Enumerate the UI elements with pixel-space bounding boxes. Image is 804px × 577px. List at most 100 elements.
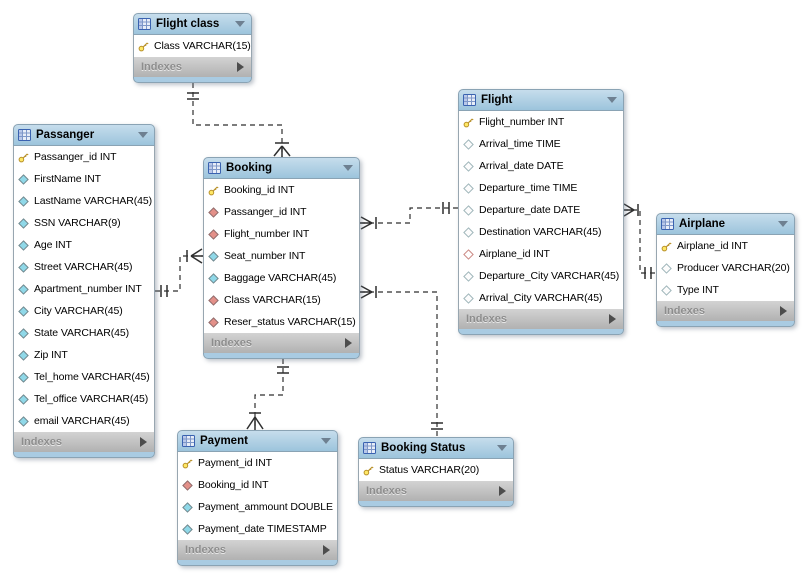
field-row[interactable]: Flight_number INT [459, 111, 623, 133]
indexes-bar[interactable]: Indexes [458, 309, 624, 329]
relationship-bookingstatus-booking[interactable] [360, 285, 443, 437]
column-icon [18, 173, 30, 185]
field-row[interactable]: Passanger_id INT [204, 201, 359, 223]
field-row[interactable]: State VARCHAR(45) [14, 322, 154, 344]
chevron-down-icon[interactable] [321, 438, 331, 444]
table-header[interactable]: Airplane [656, 213, 795, 235]
field-label: Airplane_id INT [479, 248, 550, 260]
table-icon [208, 162, 221, 174]
foreign-key-icon [182, 479, 194, 491]
table-header[interactable]: Payment [177, 430, 338, 452]
table-title: Payment [200, 435, 248, 447]
indexes-bar[interactable]: Indexes [656, 301, 795, 321]
field-row[interactable]: email VARCHAR(45) [14, 410, 154, 432]
field-row[interactable]: Destination VARCHAR(45) [459, 221, 623, 243]
field-row[interactable]: Age INT [14, 234, 154, 256]
field-row[interactable]: Arrival_City VARCHAR(45) [459, 287, 623, 309]
field-label: Reser_status VARCHAR(15) [224, 316, 356, 328]
field-row[interactable]: Zip INT [14, 344, 154, 366]
field-row[interactable]: Departure_City VARCHAR(45) [459, 265, 623, 287]
table-icon [18, 129, 31, 141]
field-row[interactable]: Status VARCHAR(20) [359, 459, 513, 481]
table-field-list: Status VARCHAR(20) [358, 459, 514, 481]
field-row[interactable]: Departure_date DATE [459, 199, 623, 221]
indexes-bar[interactable]: Indexes [177, 540, 338, 560]
field-row[interactable]: Reser_status VARCHAR(15) [204, 311, 359, 333]
field-row[interactable]: Departure_time TIME [459, 177, 623, 199]
field-row[interactable]: Baggage VARCHAR(45) [204, 267, 359, 289]
indexes-bar[interactable]: Indexes [13, 432, 155, 452]
field-row[interactable]: Booking_id INT [204, 179, 359, 201]
foreign-key-icon [208, 206, 220, 218]
table-header[interactable]: Flight class [133, 13, 252, 35]
field-row[interactable]: Tel_office VARCHAR(45) [14, 388, 154, 410]
chevron-down-icon[interactable] [343, 165, 353, 171]
field-label: Flight_number INT [224, 228, 310, 240]
indexes-bar[interactable]: Indexes [133, 57, 252, 77]
field-row[interactable]: Passanger_id INT [14, 146, 154, 168]
field-row[interactable]: Producer VARCHAR(20) [657, 257, 794, 279]
indexes-bar[interactable]: Indexes [358, 481, 514, 501]
field-row[interactable]: City VARCHAR(45) [14, 300, 154, 322]
field-row[interactable]: FirstName INT [14, 168, 154, 190]
chevron-down-icon[interactable] [778, 221, 788, 227]
field-row[interactable]: Class VARCHAR(15) [204, 289, 359, 311]
table-header[interactable]: Booking Status [358, 437, 514, 459]
chevron-down-icon[interactable] [607, 97, 617, 103]
field-row[interactable]: Payment_id INT [178, 452, 337, 474]
relationship-airplane-flight[interactable] [623, 203, 656, 279]
field-row[interactable]: Payment_date TIMESTAMP [178, 518, 337, 540]
table-field-list: Class VARCHAR(15) [133, 35, 252, 57]
field-row[interactable]: Tel_home VARCHAR(45) [14, 366, 154, 388]
column-nullable-icon [463, 204, 475, 216]
column-icon [182, 523, 194, 535]
field-label: Seat_number INT [224, 250, 306, 262]
column-icon [208, 250, 220, 262]
field-label: FirstName INT [34, 173, 101, 185]
relationship-booking-payment[interactable] [246, 359, 289, 430]
relationship-flight-booking[interactable] [360, 202, 458, 230]
field-row[interactable]: Arrival_date DATE [459, 155, 623, 177]
field-row[interactable]: Flight_number INT [204, 223, 359, 245]
relationship-flightclass-booking[interactable] [187, 83, 291, 157]
table-header[interactable]: Flight [458, 89, 624, 111]
indexes-label: Indexes [366, 485, 407, 497]
column-icon [18, 371, 30, 383]
table-field-list: Airplane_id INT Producer VARCHAR(20) Type … [656, 235, 795, 301]
field-row[interactable]: Class VARCHAR(15) [134, 35, 251, 57]
field-row[interactable]: Street VARCHAR(45) [14, 256, 154, 278]
field-row[interactable]: Type INT [657, 279, 794, 301]
field-label: City VARCHAR(45) [34, 305, 123, 317]
field-label: Airplane_id INT [677, 240, 748, 252]
relationship-passanger-booking[interactable] [155, 248, 203, 297]
field-row[interactable]: SSN VARCHAR(9) [14, 212, 154, 234]
table-header[interactable]: Booking [203, 157, 360, 179]
field-row[interactable]: Seat_number INT [204, 245, 359, 267]
field-row[interactable]: LastName VARCHAR(45) [14, 190, 154, 212]
indexes-bar[interactable]: Indexes [203, 333, 360, 353]
field-label: Baggage VARCHAR(45) [224, 272, 337, 284]
field-row[interactable]: Booking_id INT [178, 474, 337, 496]
chevron-down-icon[interactable] [235, 21, 245, 27]
field-label: Producer VARCHAR(20) [677, 262, 790, 274]
field-row[interactable]: Airplane_id INT [657, 235, 794, 257]
field-row[interactable]: Apartment_number INT [14, 278, 154, 300]
field-label: Flight_number INT [479, 116, 565, 128]
field-row[interactable]: Airplane_id INT [459, 243, 623, 265]
foreign-key-icon [208, 228, 220, 240]
table-icon [182, 435, 195, 447]
chevron-down-icon[interactable] [497, 445, 507, 451]
chevron-down-icon[interactable] [138, 132, 148, 138]
field-row[interactable]: Payment_ammount DOUBLE [178, 496, 337, 518]
table-footer [133, 77, 252, 83]
table-header[interactable]: Passanger [13, 124, 155, 146]
field-row[interactable]: Arrival_time TIME [459, 133, 623, 155]
